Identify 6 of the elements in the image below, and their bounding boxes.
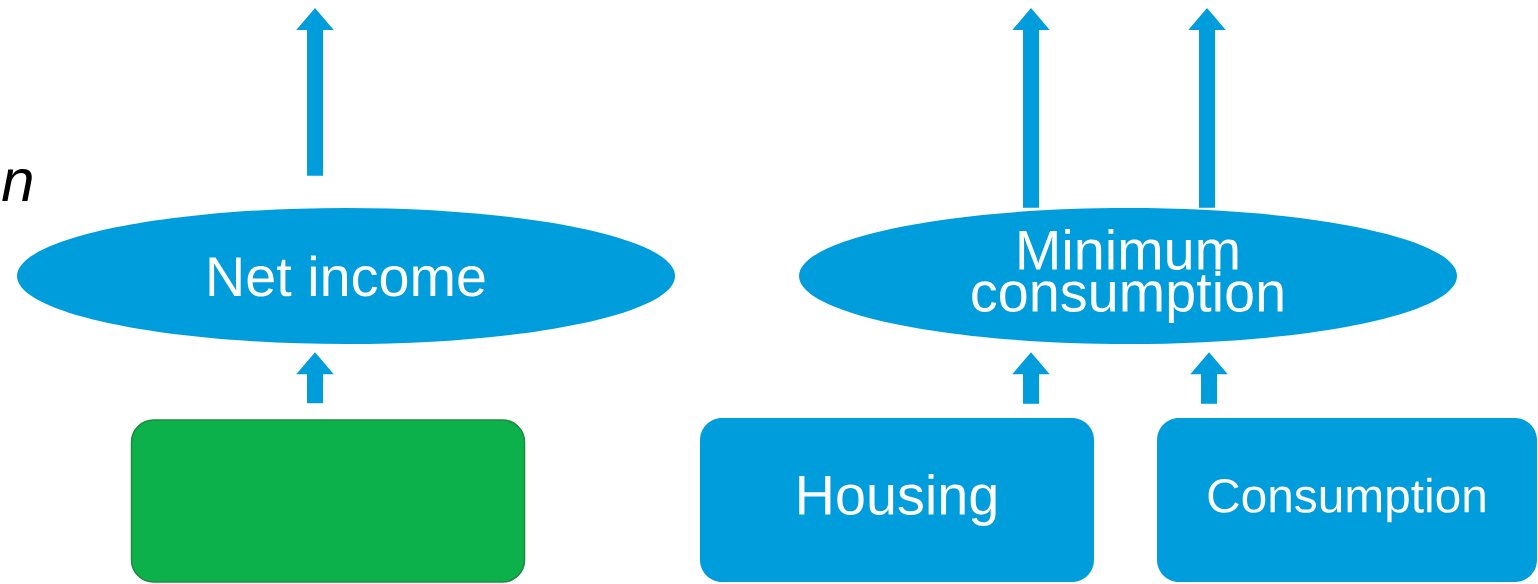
ellipse-node: Minimum consumption <box>799 208 1457 344</box>
rounded-box: Consumption <box>1157 418 1537 582</box>
ellipse-node: Net income <box>17 208 675 344</box>
text-fragment: n <box>2 168 32 202</box>
rounded-box <box>130 419 526 583</box>
rounded-box: Housing <box>700 418 1094 582</box>
